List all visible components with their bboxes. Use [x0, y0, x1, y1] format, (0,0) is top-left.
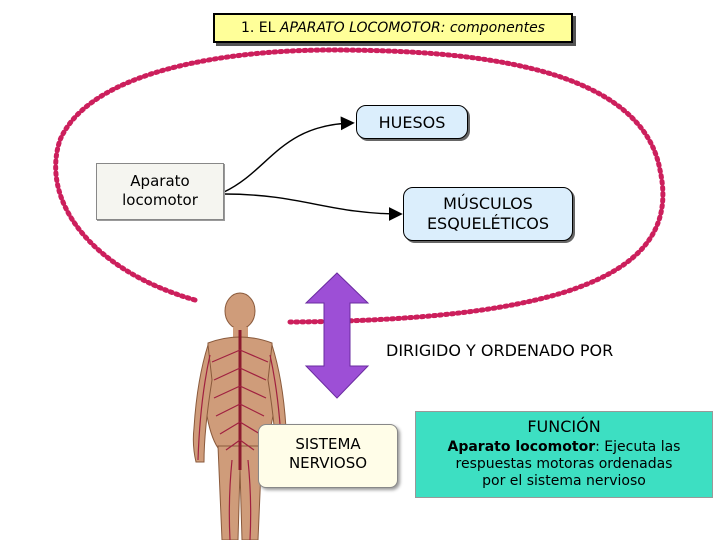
node-sistema-nervioso: SISTEMA NERVIOSO — [258, 424, 398, 488]
dashed-ellipse — [53, 47, 666, 325]
function-text: Aparato locomotor: Ejecuta las respuesta… — [416, 439, 712, 490]
function-line2: respuestas motoras ordenadas — [455, 456, 673, 472]
node-aparato-line2: locomotor — [122, 191, 198, 209]
double-arrow — [304, 272, 370, 399]
title-rest: APARATO LOCOMOTOR: componentes — [279, 20, 545, 36]
node-sistema-line1: SISTEMA — [295, 435, 361, 453]
function-line3: por el sistema nervioso — [482, 473, 646, 489]
node-aparato-locomotor: Aparato locomotor — [96, 163, 224, 220]
node-aparato-line1: Aparato — [130, 172, 190, 190]
connector-label: DIRIGIDO Y ORDENADO POR — [386, 341, 614, 360]
arrow-to-huesos — [223, 116, 355, 193]
function-title: FUNCIÓN — [527, 417, 601, 436]
function-box: FUNCIÓN Aparato locomotor: Ejecuta las r… — [415, 411, 713, 498]
function-subject: Aparato locomotor — [447, 439, 596, 455]
node-sistema-line2: NERVIOSO — [288, 454, 368, 472]
node-musculos-line1: MÚSCULOS — [443, 194, 533, 213]
node-musculos: MÚSCULOS ESQUELÉTICOS — [403, 187, 573, 241]
arrow-to-musculos — [223, 193, 403, 221]
title-lead: 1. EL — [241, 20, 280, 36]
node-huesos: HUESOS — [356, 105, 468, 139]
node-huesos-label: HUESOS — [378, 112, 446, 132]
node-musculos-line2: ESQUELÉTICOS — [426, 214, 550, 233]
page-title: 1. EL APARATO LOCOMOTOR: componentes — [213, 13, 573, 43]
function-text-after-subject: : Ejecuta las — [595, 439, 681, 455]
human-body-nervous-system-icon — [192, 292, 288, 540]
